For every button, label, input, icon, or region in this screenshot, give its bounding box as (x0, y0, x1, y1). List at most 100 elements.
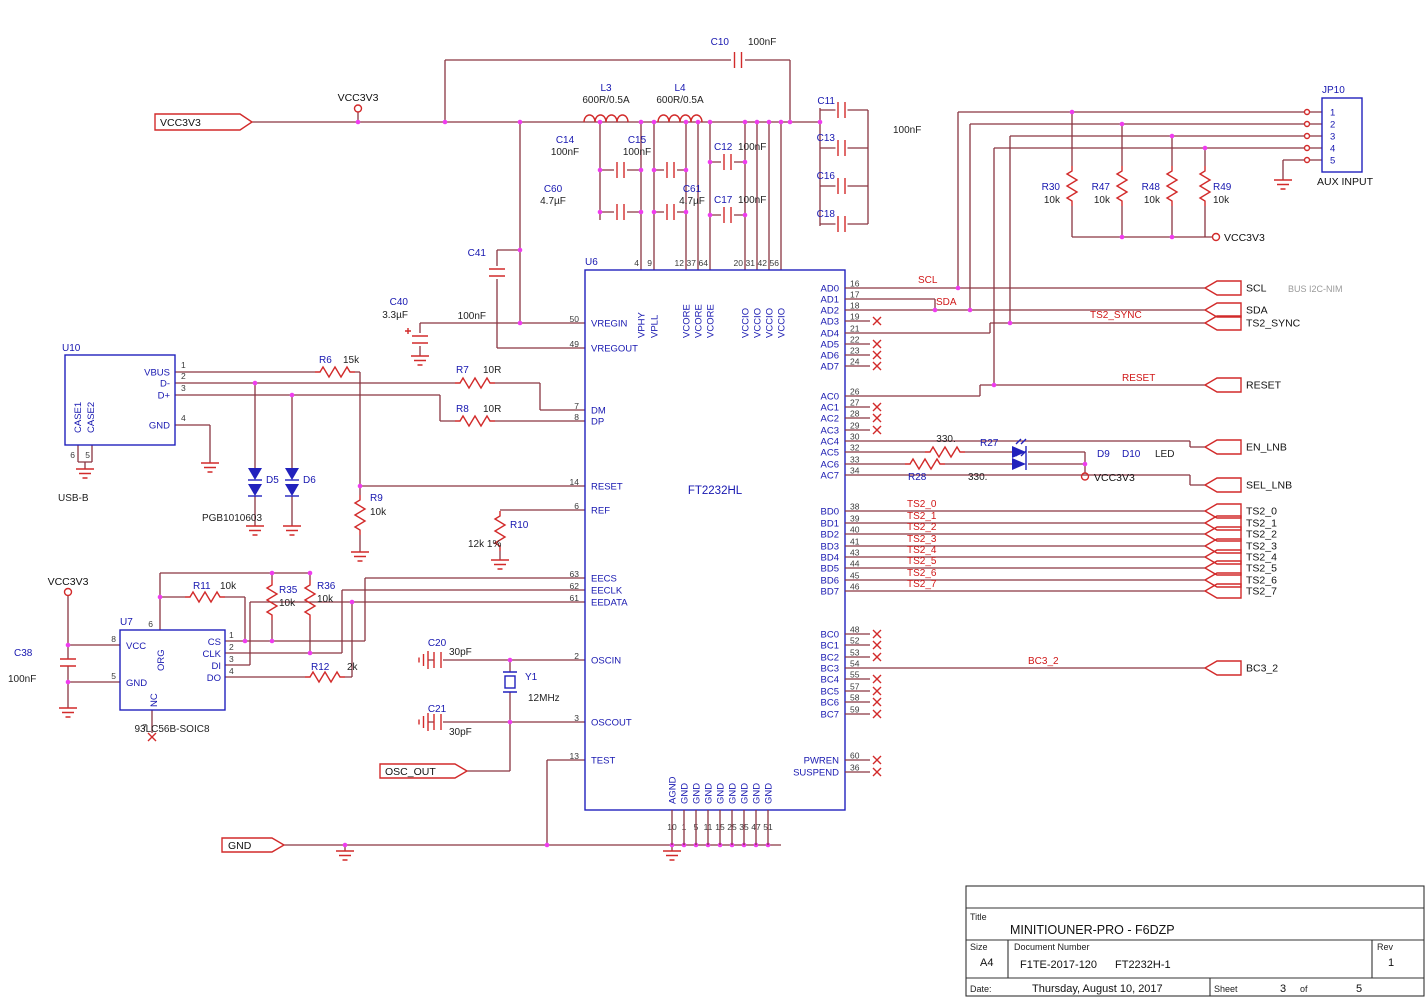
l3-ref: L3 (600, 83, 612, 94)
c61-val: 4.7µF (679, 196, 705, 207)
size-label: Size (970, 942, 988, 952)
resistor-r49 (1199, 165, 1211, 207)
ic-u6-outline (584, 269, 846, 811)
pin-label: PWREN (804, 756, 840, 767)
text-layer: VCC3V3 VCC3V3 VCC3V3 VCC3V3 VCC3V3 GND O… (8, 37, 1374, 852)
title-block: Title MINITIOUNER-PRO - F6DZP Size A4 Do… (965, 885, 1425, 997)
junction-dot (517, 320, 523, 326)
gnd-symbol (418, 712, 429, 732)
sheet-label: Sheet (1214, 984, 1238, 994)
r47-ref: R47 (1092, 182, 1111, 193)
r30-ref: R30 (1042, 182, 1061, 193)
net-label-scl: SCL (918, 275, 938, 286)
pin-label: 6 (574, 501, 579, 511)
r12-ref: R12 (311, 662, 330, 673)
tag-label-ts2-sync: TS2_SYNC (1246, 318, 1301, 330)
resistor-r35 (266, 579, 278, 621)
pin-label: VREGOUT (591, 344, 638, 355)
junction-dot (269, 638, 275, 644)
esd-diode-d6 (284, 467, 300, 497)
net-label-ts2-sync: TS2_SYNC (1090, 310, 1142, 321)
net-label-ts2-5: TS2_5 (907, 556, 937, 567)
pin-label: 19 (850, 312, 860, 322)
junction-dot (1169, 234, 1175, 240)
pin-label: 40 (850, 525, 860, 535)
pin-label: OSCIN (591, 656, 621, 667)
net-label-ts2-0: TS2_0 (907, 499, 937, 510)
pin-label: 63 (570, 569, 580, 579)
r36-ref: R36 (317, 581, 336, 592)
u7-ref: U7 (120, 617, 133, 628)
gnd-symbol (490, 559, 510, 570)
wires-right (870, 111, 1322, 669)
pin-label: AD6 (821, 351, 839, 362)
pin-label: BD1 (821, 519, 839, 530)
pin-label: 53 (850, 648, 860, 658)
pin-label: 8 (574, 412, 579, 422)
pin-label: RESET (591, 482, 623, 493)
pin-label: BC7 (821, 710, 839, 721)
junction-dot (742, 212, 748, 218)
vcc3v3-label: VCC3V3 (1224, 232, 1265, 244)
resistor-r47 (1116, 165, 1128, 207)
c15-val: 100nF (623, 147, 651, 158)
pin-label: 59 (850, 705, 860, 715)
doc-number-1: F1TE-2017-120 (1020, 959, 1097, 971)
pin-label: VPHY (637, 311, 648, 338)
junction-dot (269, 570, 275, 576)
pin-label: 21 (850, 324, 860, 334)
r7-ref: R7 (456, 365, 469, 376)
no-connect-x (872, 640, 882, 650)
u10-pin-vbus: VBUS (144, 368, 170, 379)
pin-label: SUSPEND (793, 768, 839, 779)
no-connect-x (872, 674, 882, 684)
jp10-pin-5: 5 (1330, 156, 1335, 167)
resistor-r36 (304, 579, 316, 621)
junction-dot (991, 382, 997, 388)
u10-case2: CASE2 (86, 402, 97, 433)
pin-label: VCORE (682, 304, 693, 338)
port-tag-scl (1204, 280, 1242, 296)
resistor-r11 (184, 591, 226, 603)
capacitor-c12 (723, 153, 732, 171)
doc-number-label: Document Number (1014, 942, 1090, 952)
pin-label: AC5 (821, 448, 839, 459)
junction-dot (932, 307, 938, 313)
port-tag-ts2-4 (1204, 549, 1242, 565)
no-connect-x (872, 425, 882, 435)
no-connect-x (872, 402, 882, 412)
u7-pin-nc: NC (149, 693, 160, 707)
junction-dot (517, 119, 523, 125)
r9-val: 10k (370, 507, 387, 518)
d10-ref: D10 (1122, 449, 1141, 460)
port-tag-ts2-sync (1204, 315, 1242, 331)
capacitor-c15 (666, 161, 675, 179)
pin-label: DM (591, 406, 606, 417)
pin-label: 28 (850, 409, 860, 419)
junction-dot (289, 392, 295, 398)
jp10-pin-2: 2 (1330, 120, 1335, 131)
pin-label: 36 (850, 763, 860, 773)
r6-ref: R6 (319, 355, 332, 366)
u6-bottom-pins: AGND10GND1GND5GND11GND15GND25GND35GND47G… (667, 776, 775, 845)
pin-label: DP (591, 417, 604, 428)
no-connect-x (872, 709, 882, 719)
r27-ref: R27 (980, 438, 999, 449)
tag-label-bc3-2: BC3_2 (1246, 663, 1278, 675)
pin-label: GND (740, 783, 751, 804)
c41-val: 100nF (458, 311, 486, 322)
pin-label: AD2 (821, 306, 839, 317)
gnd-symbol (200, 462, 220, 473)
c61-ref: C61 (683, 184, 702, 195)
capacitor-c10 (733, 51, 743, 69)
c40-val: 3.3µF (382, 310, 408, 321)
junction-dot (754, 119, 760, 125)
y1-val: 12MHz (528, 693, 560, 704)
r28-ref: R28 (908, 472, 927, 483)
vcc3v3-label: VCC3V3 (48, 576, 89, 588)
gnd-tag-label: GND (228, 840, 252, 852)
